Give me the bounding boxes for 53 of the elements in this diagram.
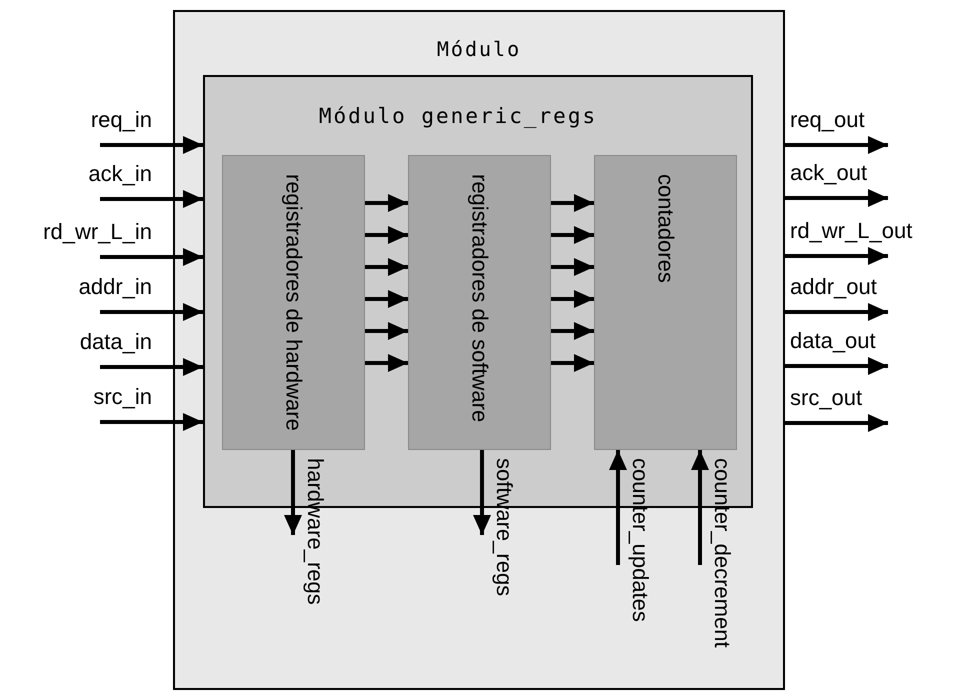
block-label: registradores de software bbox=[466, 174, 492, 422]
edge-label: addr_in bbox=[78, 274, 152, 300]
register-block bbox=[408, 155, 551, 450]
edge-label: src_in bbox=[93, 384, 152, 410]
arrow bbox=[551, 194, 594, 212]
edge-label: software_regs bbox=[491, 458, 517, 596]
arrow bbox=[609, 450, 627, 565]
arrow bbox=[691, 450, 709, 565]
module-title: Módulo generic_regs bbox=[318, 103, 598, 130]
register-block bbox=[594, 155, 737, 450]
edge-label: src_out bbox=[790, 385, 862, 411]
arrow bbox=[785, 414, 888, 432]
register-block bbox=[222, 155, 365, 450]
edge-label: data_out bbox=[790, 328, 876, 354]
arrow bbox=[100, 190, 203, 208]
arrow bbox=[785, 189, 888, 207]
arrow bbox=[473, 450, 491, 535]
arrow bbox=[551, 258, 594, 276]
edge-label: counter_decrement bbox=[709, 458, 735, 648]
arrow bbox=[100, 413, 203, 431]
arrow bbox=[785, 303, 888, 321]
edge-label: counter_updates bbox=[627, 458, 653, 622]
edge-label: req_out bbox=[790, 107, 865, 133]
arrow bbox=[365, 226, 408, 244]
edge-label: rd_wr_L_in bbox=[43, 219, 152, 245]
edge-label: rd_wr_L_out bbox=[790, 218, 912, 244]
block-label: registradores de hardware bbox=[280, 174, 306, 431]
arrow bbox=[284, 450, 302, 535]
arrow bbox=[365, 194, 408, 212]
arrow bbox=[100, 136, 203, 154]
module-title: Módulo bbox=[436, 36, 522, 63]
edge-label: data_in bbox=[80, 329, 152, 355]
arrow bbox=[100, 248, 203, 266]
arrow bbox=[551, 354, 594, 372]
arrow bbox=[551, 322, 594, 340]
edge-label: hardware_regs bbox=[302, 458, 328, 605]
arrow bbox=[785, 136, 888, 154]
edge-label: ack_out bbox=[790, 160, 868, 186]
arrow bbox=[365, 322, 408, 340]
edge-label: addr_out bbox=[790, 274, 877, 300]
arrow bbox=[551, 226, 594, 244]
arrow bbox=[365, 354, 408, 372]
arrow bbox=[365, 258, 408, 276]
edge-label: ack_in bbox=[88, 161, 152, 187]
arrow bbox=[785, 247, 888, 265]
module-box bbox=[173, 10, 785, 690]
arrow bbox=[100, 358, 203, 376]
arrow bbox=[365, 290, 408, 308]
arrow bbox=[785, 357, 888, 375]
arrow bbox=[551, 290, 594, 308]
arrow bbox=[100, 303, 203, 321]
edge-label: req_in bbox=[90, 107, 152, 133]
block-label: contadores bbox=[652, 174, 678, 283]
